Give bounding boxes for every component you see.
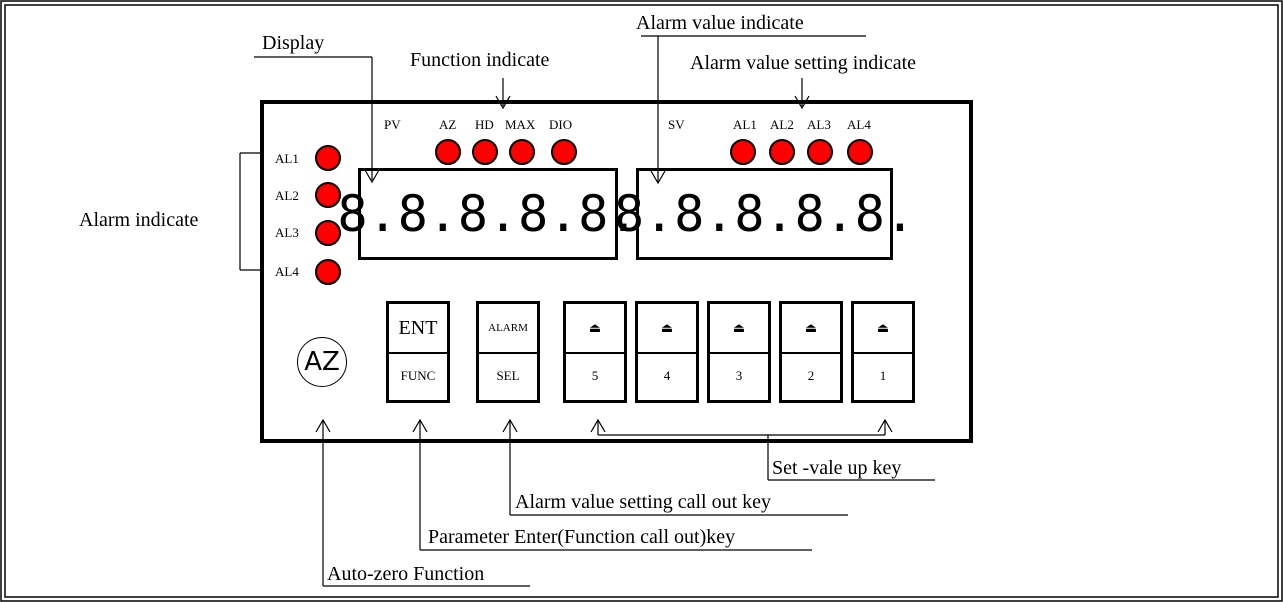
sv-label: SV bbox=[668, 117, 685, 132]
pv-digits: 8.8.8.8.8. bbox=[337, 185, 639, 243]
up-key-1[interactable]: ⏏ 1 bbox=[851, 301, 915, 403]
up-key-3-label: 3 bbox=[735, 368, 743, 383]
alarm-value-indicate-label: Alarm value indicate bbox=[636, 12, 804, 34]
up-key-2-label: 2 bbox=[807, 368, 815, 383]
alarm-label: ALARM bbox=[488, 322, 528, 334]
al4-alarm-led bbox=[315, 259, 341, 285]
az-function-led bbox=[435, 139, 461, 165]
func-label: FUNC bbox=[400, 368, 436, 383]
alarm-indicate-label: Alarm indicate bbox=[79, 209, 199, 231]
sv-digits: 8.8.8.8.8. bbox=[613, 185, 916, 243]
az-led-label: AZ bbox=[439, 117, 457, 132]
function-indicate-label: Function indicate bbox=[410, 49, 550, 71]
al4-alarm-label: AL4 bbox=[275, 264, 299, 279]
al2-alarm-label: AL2 bbox=[275, 188, 299, 203]
hd-function-led bbox=[472, 139, 498, 165]
up-key-5-label: 5 bbox=[591, 368, 599, 383]
ent-label: ENT bbox=[398, 316, 438, 339]
up-arrow-icon: ⏏ bbox=[804, 320, 818, 335]
dio-led-label: DIO bbox=[549, 117, 573, 132]
up-key-4-label: 4 bbox=[663, 368, 671, 383]
al1-setting-label: AL1 bbox=[733, 117, 757, 132]
al2-alarm-led bbox=[315, 182, 341, 208]
instrument-panel bbox=[260, 100, 973, 443]
al2-setting-label: AL2 bbox=[770, 117, 794, 132]
max-function-led bbox=[509, 139, 535, 165]
up-arrow-icon: ⏏ bbox=[660, 320, 674, 335]
alarm-value-setting-call-out-key-label: Alarm value setting call out key bbox=[515, 491, 772, 513]
al3-setting-led bbox=[807, 139, 833, 165]
sv-display: 8.8.8.8.8. bbox=[613, 168, 916, 260]
alarm-sel-key[interactable]: ALARM SEL bbox=[476, 301, 540, 403]
al4-setting-led bbox=[847, 139, 873, 165]
ent-func-key[interactable]: ENT FUNC bbox=[386, 301, 450, 403]
parameter-enter-key-label: Parameter Enter(Function call out)key bbox=[428, 526, 736, 548]
dio-function-led bbox=[551, 139, 577, 165]
al1-alarm-led bbox=[315, 145, 341, 171]
up-key-4[interactable]: ⏏ 4 bbox=[635, 301, 699, 403]
al4-setting-label: AL4 bbox=[847, 117, 871, 132]
al3-alarm-led bbox=[315, 220, 341, 246]
up-key-2[interactable]: ⏏ 2 bbox=[779, 301, 843, 403]
pv-display: 8.8.8.8.8. bbox=[337, 168, 639, 260]
al1-setting-led bbox=[730, 139, 756, 165]
up-arrow-icon: ⏏ bbox=[588, 320, 602, 335]
display-label: Display bbox=[262, 32, 325, 54]
hd-led-label: HD bbox=[475, 117, 494, 132]
set-value-up-key-label: Set -vale up key bbox=[772, 457, 902, 479]
max-led-label: MAX bbox=[505, 117, 536, 132]
pv-label: PV bbox=[384, 117, 401, 132]
up-arrow-icon: ⏏ bbox=[876, 320, 890, 335]
up-key-5[interactable]: ⏏ 5 bbox=[563, 301, 627, 403]
sel-label: SEL bbox=[496, 368, 520, 383]
az-button[interactable]: AZ bbox=[297, 337, 347, 387]
auto-zero-function-label: Auto-zero Function bbox=[327, 563, 485, 585]
al1-alarm-label: AL1 bbox=[275, 151, 299, 166]
up-arrow-icon: ⏏ bbox=[732, 320, 746, 335]
up-key-1-label: 1 bbox=[879, 368, 887, 383]
up-key-3[interactable]: ⏏ 3 bbox=[707, 301, 771, 403]
al3-setting-label: AL3 bbox=[807, 117, 831, 132]
al2-setting-led bbox=[769, 139, 795, 165]
al3-alarm-label: AL3 bbox=[275, 225, 299, 240]
alarm-value-setting-indicate-label: Alarm value setting indicate bbox=[690, 52, 917, 74]
